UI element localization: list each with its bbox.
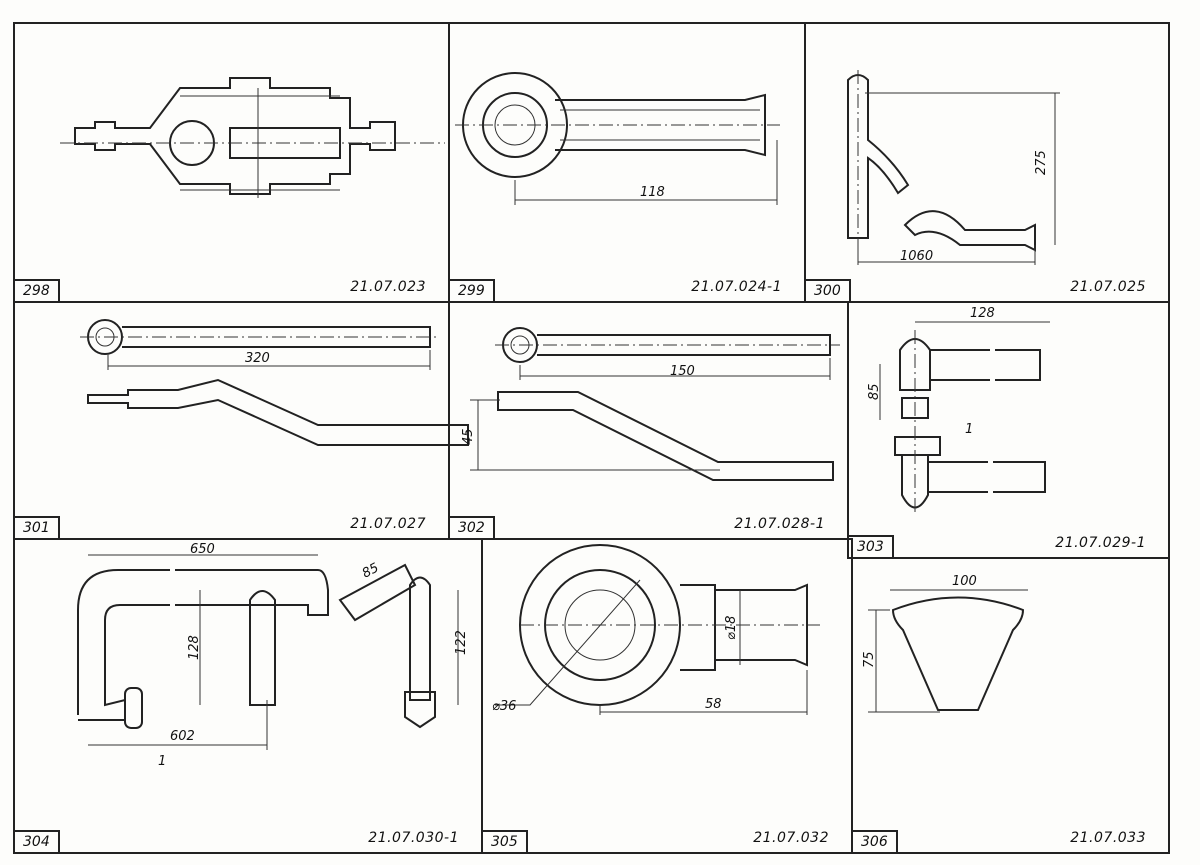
- panel-number: 306: [851, 830, 898, 854]
- dimension-85: 85: [867, 383, 882, 400]
- part-code: 21.07.030-1: [368, 830, 459, 846]
- part-code: 21.07.028-1: [734, 516, 825, 532]
- dimension-dia36: ⌀36: [492, 699, 516, 714]
- part-code: 21.07.023: [350, 279, 426, 295]
- dimension-100: 100: [952, 574, 977, 589]
- dimension-602: 602: [170, 729, 195, 744]
- part-code: 21.07.032: [753, 830, 829, 846]
- callout-1: 1: [965, 422, 973, 437]
- dimension-650: 650: [190, 542, 215, 557]
- drawing-302-tube: 150 45: [461, 327, 840, 481]
- drawing-301-tube: 320: [80, 319, 469, 446]
- drawing-300-bent-tube: 275 1060: [847, 70, 1060, 265]
- part-code: 21.07.027: [350, 516, 426, 532]
- part-code: 21.07.025: [1070, 279, 1146, 295]
- panel-number: 299: [448, 279, 495, 303]
- panel-306: 306 21.07.033: [851, 557, 1170, 854]
- dimension-58: 58: [705, 697, 722, 712]
- dimension-118: 118: [640, 185, 665, 200]
- dimension-275: 275: [1034, 150, 1049, 175]
- drawing-299-banjo-tube: 118: [455, 72, 780, 205]
- dimension-128: 128: [187, 635, 202, 660]
- drawing-298-filter: [60, 77, 445, 198]
- dimension-dia18: ⌀18: [724, 616, 739, 640]
- drawing-306-bracket: 100 75: [862, 574, 1028, 713]
- dimension-85: 85: [360, 561, 382, 582]
- drawing-303-tee-tube: 128 85 1: [867, 306, 1050, 515]
- part-code: 21.07.029-1: [1055, 535, 1146, 551]
- part-code: 21.07.024-1: [691, 279, 782, 295]
- panel-number: 304: [13, 830, 60, 854]
- panel-number: 305: [481, 830, 528, 854]
- drawing-304-tubes: 650 128 85 122 602 1: [77, 542, 469, 769]
- callout-1: 1: [158, 754, 166, 769]
- part-code: 21.07.033: [1070, 830, 1146, 846]
- dimension-1060: 1060: [900, 249, 933, 264]
- dimension-128: 128: [970, 306, 995, 321]
- panel-number: 303: [847, 535, 894, 559]
- dimension-122: 122: [454, 630, 469, 655]
- dimension-320: 320: [245, 351, 270, 366]
- dimension-75: 75: [862, 651, 877, 668]
- drawing-305-banjo: ⌀18 ⌀36 58: [492, 544, 820, 715]
- dimension-150: 150: [670, 364, 695, 379]
- dimension-45: 45: [461, 428, 476, 445]
